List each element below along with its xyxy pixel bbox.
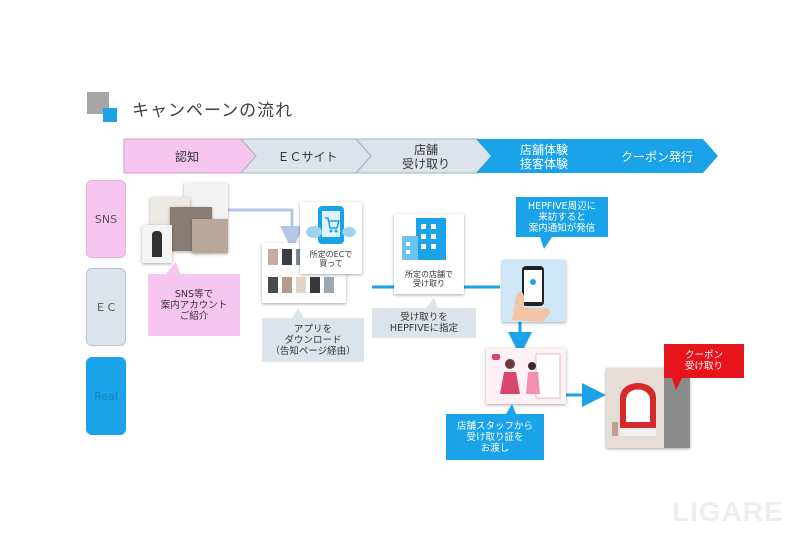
store-pickup-label: 所定の店舗で 受け取り [405, 270, 453, 288]
visit-notification-callout: HEPFIVE周辺に 来訪すると 案内通知が発信 [527, 200, 597, 234]
title-square-blue [103, 108, 117, 122]
pickup-callout-shape [372, 298, 476, 338]
sns-photo-collage [140, 183, 230, 265]
step-label-awareness: 認知 [174, 149, 199, 164]
staff-handover-callout: 店舗スタッフから 受け取り証を お渡し [456, 420, 533, 454]
ec-purchase-card: 所定のECで 買って [300, 202, 362, 274]
step-label-coupon: クーポン発行 [620, 149, 693, 164]
chevron-shape-5 [593, 139, 718, 173]
app-download-callout: アプリを ダウンロード （告知ページ経由） [270, 323, 356, 357]
step-label-store-pickup: 店舗 受け取り [401, 142, 450, 171]
chevron-shape-4 [476, 139, 610, 173]
watermark-logo: LIGARE [672, 496, 784, 527]
row-label-ec: ＥＣ [86, 268, 126, 346]
store-pickup-card: 所定の店舗で 受け取り [394, 214, 464, 294]
pickup-location-callout: 受け取りを HEPFIVEに指定 [389, 312, 459, 334]
sns-callout-shape [148, 262, 240, 336]
staff-callout-shape [446, 404, 544, 460]
step-label-store-experience: 店舗体験 接客体験 [519, 142, 568, 171]
row-label-sns: SNS [86, 180, 126, 258]
page-title: キャンペーンの流れ [132, 101, 294, 121]
sns-callout: SNS等で 案内アカウント ご紹介 [160, 288, 228, 322]
hand-phone-icon [502, 260, 566, 322]
phone-cart-icon [306, 206, 356, 244]
coupon-callout-shape [664, 344, 744, 390]
visit-callout-shape [516, 197, 608, 249]
building-icon [402, 218, 446, 260]
app-callout-shape [262, 308, 364, 362]
hand-phone-image [502, 260, 566, 322]
arrow-sns-to-ec [222, 208, 304, 250]
shop-staff-icon [492, 353, 561, 399]
row-label-real: Real [86, 357, 126, 435]
step-label-ec-site: ＥＣサイト [277, 149, 338, 164]
staff-illustration [486, 348, 566, 404]
ec-purchase-label: 所定のECで 買って [309, 250, 353, 268]
coupon-callout: クーポン 受け取り [684, 350, 723, 372]
